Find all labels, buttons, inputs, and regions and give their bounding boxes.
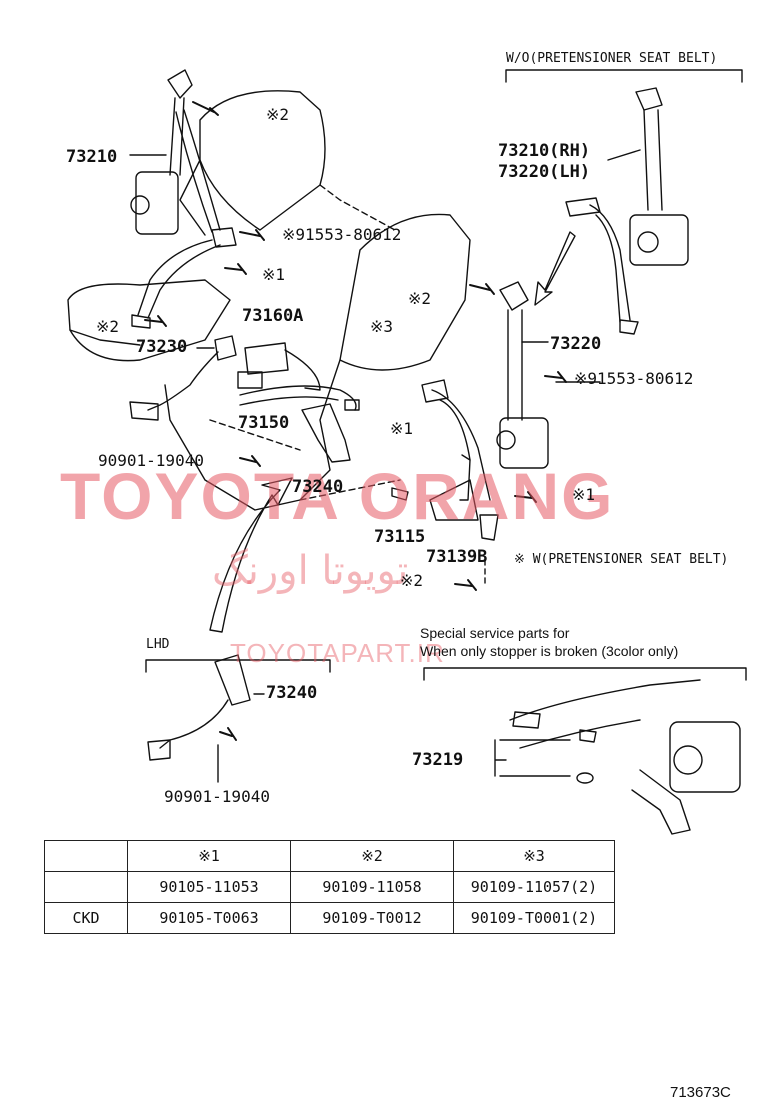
buckle-73240 <box>301 403 351 463</box>
table-header-row: ※1 ※2 ※3 <box>44 840 615 872</box>
seat-cushion-left <box>67 279 231 362</box>
table-cell[interactable]: 90109-T0012 <box>290 902 454 934</box>
bolt-91553-80612-a[interactable]: ※91553-80612 <box>282 225 402 244</box>
part-73115[interactable]: 73115 <box>374 527 426 547</box>
mark-2-top: ※2 <box>266 105 290 124</box>
mark-3: ※3 <box>370 317 394 336</box>
table-header-cell: ※3 <box>453 840 615 872</box>
part-73139b[interactable]: 73139B <box>426 547 488 567</box>
table-cell <box>44 871 128 903</box>
parts-table: ※1 ※2 ※3 90105-11053 90109-11058 90109-1… <box>44 840 615 934</box>
table-cell: CKD <box>44 902 128 934</box>
label-w-pretensioner: ※ W(PRETENSIONER SEAT BELT) <box>514 552 729 567</box>
watermark-text: TOYOTA ORANG <box>60 459 615 533</box>
part-73240-b[interactable]: 73240 <box>266 683 318 703</box>
mark-1-c: ※1 <box>572 485 596 504</box>
mark-2-bottom: ※2 <box>400 571 424 590</box>
part-73220[interactable]: 73220 <box>550 334 602 354</box>
mark-1-b: ※1 <box>390 419 414 438</box>
watermark-url: TOYOTAPART.IR <box>230 638 445 668</box>
part-73210-rh[interactable]: 73210(RH) <box>498 141 591 161</box>
diagram-reference-code: 713673C <box>670 1084 731 1101</box>
retractor-left <box>135 171 179 235</box>
part-73219[interactable]: 73219 <box>412 750 464 770</box>
table-header-cell: ※2 <box>290 840 454 872</box>
watermark-farsi: تویوتا اورنگ <box>212 548 409 594</box>
table-header-cell: ※1 <box>127 840 291 872</box>
curve-arrow <box>209 477 293 633</box>
label-special-line1: Special service parts for <box>420 625 570 641</box>
bolt-91553-80612-b[interactable]: ※91553-80612 <box>574 369 694 388</box>
retractor-right <box>499 417 549 469</box>
label-wo-pretensioner: W/O(PRETENSIONER SEAT BELT) <box>506 51 718 66</box>
table-cell[interactable]: 90105-11053 <box>127 871 291 903</box>
part-73230[interactable]: 73230 <box>136 337 188 357</box>
table-row: 90105-11053 90109-11058 90109-11057(2) <box>44 871 615 903</box>
table-header-cell <box>44 840 128 872</box>
part-73240-a[interactable]: 73240 <box>292 477 344 497</box>
bolt-90901-19040-b[interactable]: 90901-19040 <box>164 787 270 806</box>
mark-2-left: ※2 <box>96 317 120 336</box>
retractor-wo <box>629 214 689 266</box>
bolt-90901-19040-a[interactable]: 90901-19040 <box>98 451 204 470</box>
table-row: CKD 90105-T0063 90109-T0012 90109-T0001(… <box>44 902 615 934</box>
table-cell[interactable]: 90109-T0001(2) <box>453 902 615 934</box>
table-cell[interactable]: 90109-11057(2) <box>453 871 615 903</box>
label-lhd: LHD <box>146 637 170 652</box>
part-73210[interactable]: 73210 <box>66 147 118 167</box>
label-special-line2: When only stopper is broken (3color only… <box>420 643 679 659</box>
table-cell[interactable]: 90105-T0063 <box>127 902 291 934</box>
buckle-73160a <box>244 342 289 375</box>
table-cell[interactable]: 90109-11058 <box>290 871 454 903</box>
mark-1-a: ※1 <box>262 265 286 284</box>
seat-back-right <box>339 213 471 371</box>
anchor-top-left <box>167 69 193 99</box>
part-73220-lh[interactable]: 73220(LH) <box>498 162 591 182</box>
part-73160a[interactable]: 73160A <box>242 306 304 326</box>
part-73150[interactable]: 73150 <box>238 413 290 433</box>
seat-back-left <box>199 90 326 231</box>
mark-2-mid: ※2 <box>408 289 432 308</box>
